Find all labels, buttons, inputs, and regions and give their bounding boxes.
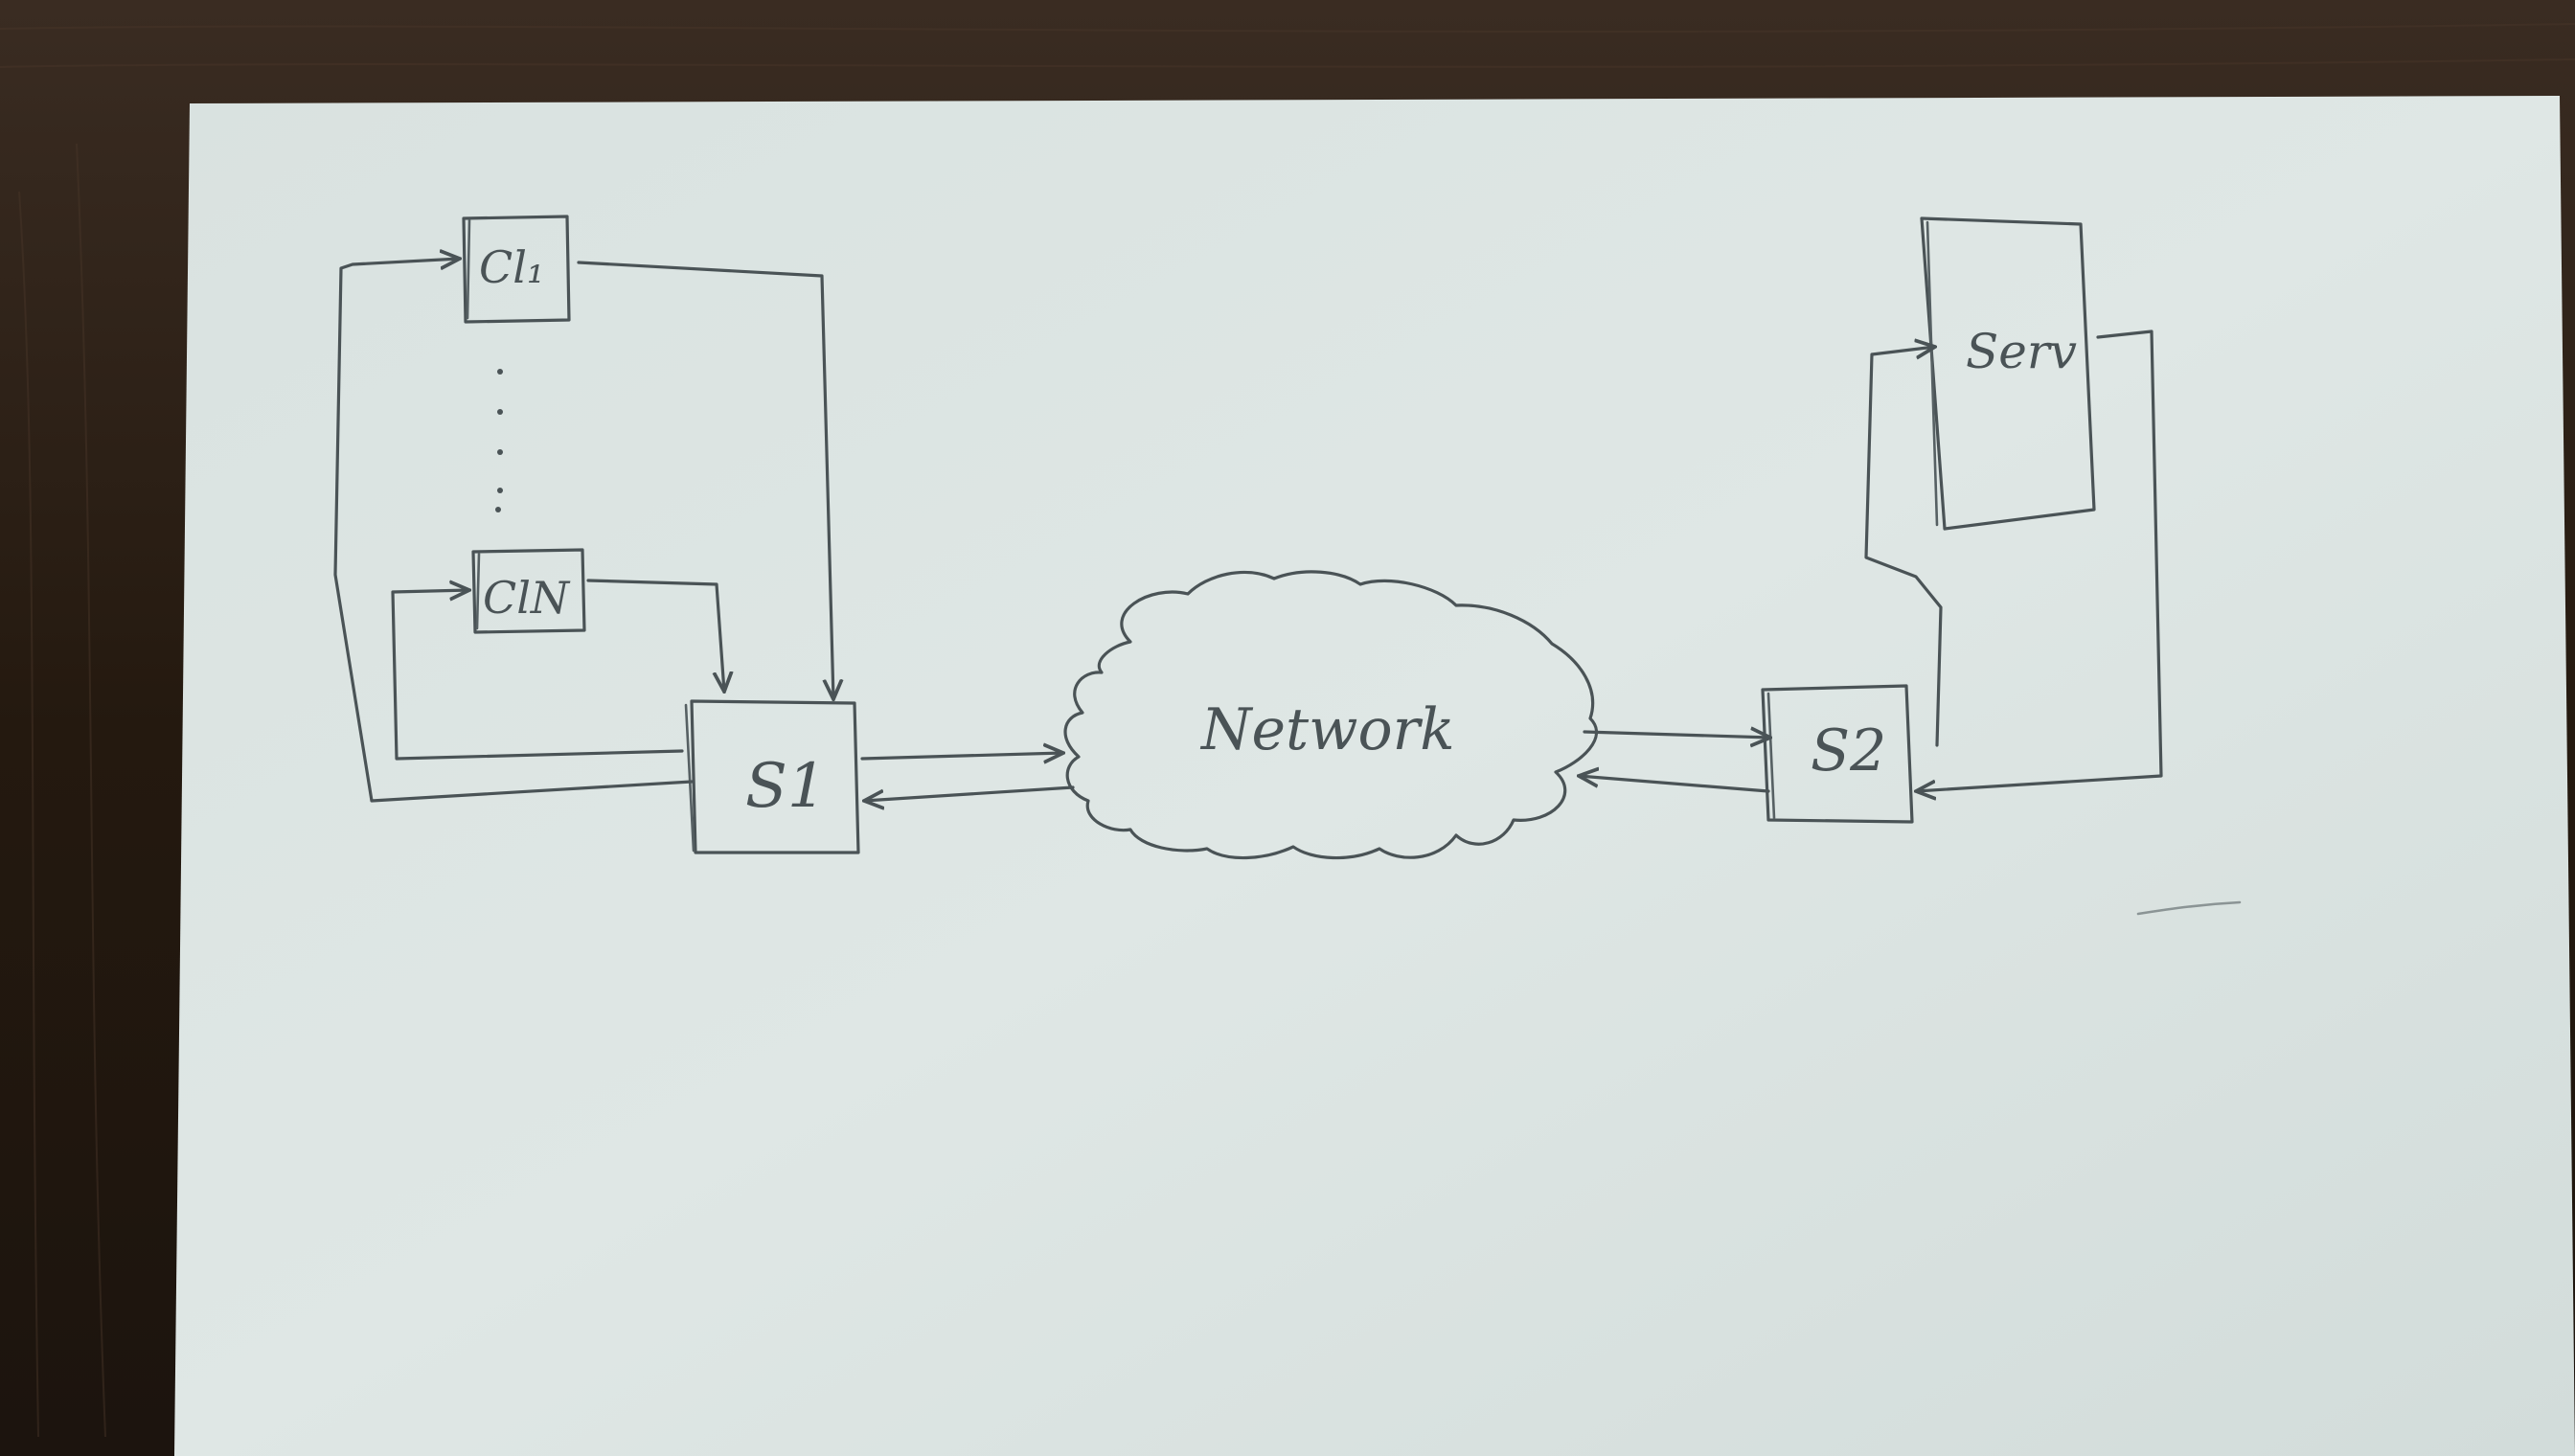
edge-network-to-s1 xyxy=(864,785,1075,801)
edge-cln-to-s1 xyxy=(586,579,724,692)
switch-1-node: S1 xyxy=(684,699,860,854)
edge-s1-to-network xyxy=(860,753,1063,759)
edge-s2-to-server xyxy=(1864,347,1943,747)
client-last-box xyxy=(471,548,586,634)
ellipsis-dots xyxy=(495,369,503,512)
server-label: Serv xyxy=(1966,324,2077,379)
edges-client-side xyxy=(333,259,833,803)
network-cloud: Network xyxy=(1063,570,1599,860)
switch-2-node: S2 xyxy=(1761,684,1914,824)
client-first-box xyxy=(462,215,571,324)
edge-s1-to-cln xyxy=(391,590,684,761)
server-node: Serv xyxy=(1920,216,2096,531)
client-last-label: ClN xyxy=(483,572,571,624)
client-last-node: ClN xyxy=(471,548,586,634)
server-box xyxy=(1920,216,2096,531)
edge-network-to-s2 xyxy=(1583,732,1770,738)
network-label: Network xyxy=(1199,696,1455,763)
client-first-node: Cl₁ xyxy=(462,215,571,324)
switch-2-box xyxy=(1761,684,1914,824)
stray-pencil-mark xyxy=(2136,900,2242,916)
desk-wood-grain xyxy=(0,23,2575,1438)
client-first-label: Cl₁ xyxy=(479,241,544,293)
network-cloud-outline xyxy=(1063,570,1599,860)
switch-1-label: S1 xyxy=(745,751,827,822)
edge-s2-to-network xyxy=(1579,776,1770,793)
switch-1-box xyxy=(690,699,860,854)
edge-cl1-to-s1 xyxy=(577,261,833,699)
edges-s2-server xyxy=(1864,330,2163,791)
edge-server-to-s2 xyxy=(1916,330,2163,791)
paper-sheet xyxy=(174,96,2575,1456)
switch-2-label: S2 xyxy=(1811,717,1886,785)
edges-network-s2 xyxy=(1579,732,1770,793)
edge-s1-to-cl1 xyxy=(333,259,694,803)
edges-s1-network xyxy=(860,753,1075,801)
